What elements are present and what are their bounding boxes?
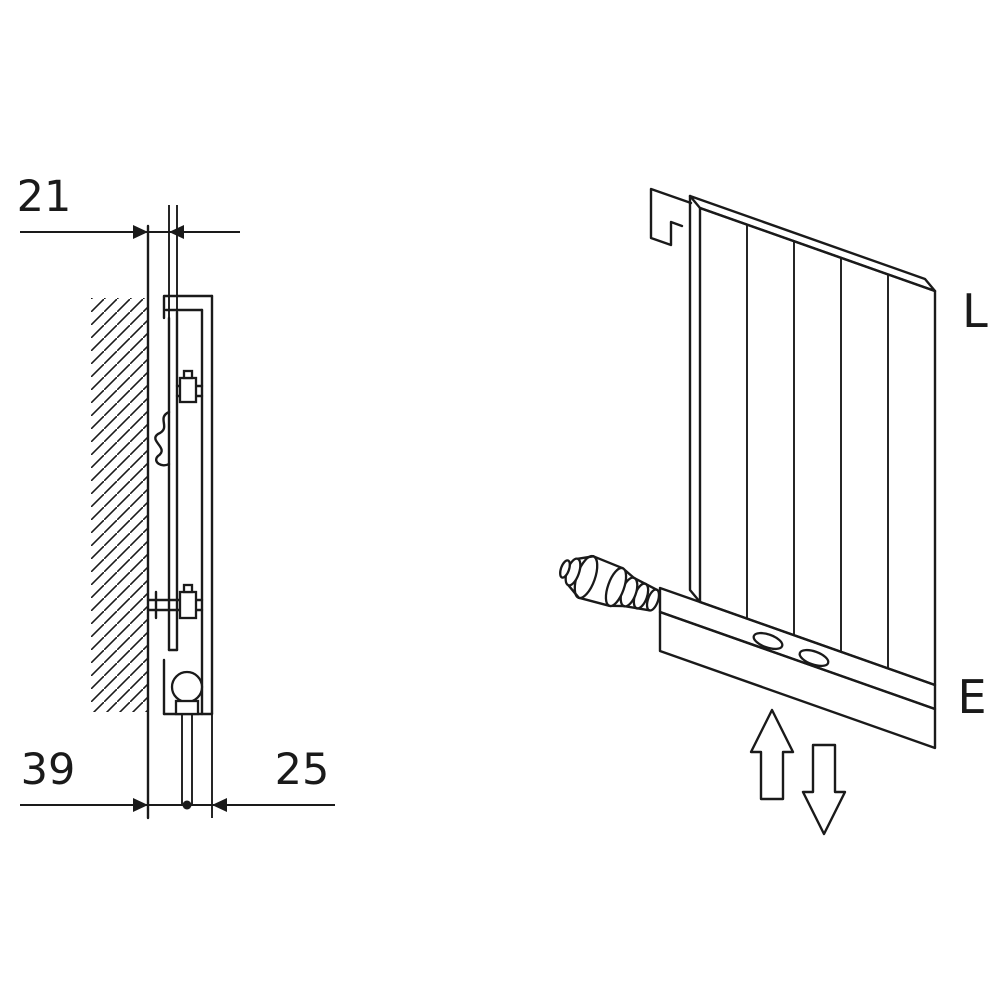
mounting-bracket-upper [154, 369, 204, 467]
valve-circle [170, 670, 204, 704]
dimension-bottom: 39 25 [20, 745, 335, 812]
valve-tip [559, 559, 571, 579]
wall-hatching [91, 298, 148, 712]
valve-body [174, 699, 200, 716]
bottom-manifold [658, 586, 937, 750]
dim-arrow-right-icon [133, 225, 148, 239]
valve-edge [576, 555, 595, 560]
radiator-side-profile [162, 294, 214, 716]
bottom-connection [170, 670, 213, 818]
radiator-left-edge [688, 194, 702, 604]
label-L: L [962, 284, 988, 338]
label-E: E [957, 670, 986, 724]
connection-port [752, 631, 784, 651]
perspective-view: L E [559, 187, 988, 836]
valve-edge [567, 584, 580, 599]
valve-edge [577, 596, 611, 607]
connection-port [798, 648, 830, 668]
bracket-clip-nub [182, 583, 194, 594]
spring-clip [154, 410, 171, 467]
valve-edge [592, 555, 624, 570]
bracket-clip-nub [182, 369, 194, 380]
manifold-front-face [658, 610, 937, 750]
dimension-value-bottom-right: 25 [275, 745, 330, 795]
mounting-bracket-lower [146, 583, 204, 620]
dim-arrow-right-icon [133, 798, 148, 812]
radiator-top-cap [162, 294, 214, 320]
flow-down-arrow [801, 743, 847, 836]
bracket-clip [178, 376, 198, 404]
manifold-top-face [658, 586, 937, 711]
hanger-bracket [649, 187, 693, 247]
side-view: 21 [17, 172, 335, 820]
dimension-value-bottom-left: 39 [21, 745, 76, 795]
dim-arrow-left-icon [212, 798, 227, 812]
thermostatic-valve [559, 554, 661, 612]
flow-up-arrow [749, 708, 795, 801]
bracket-clip [178, 590, 198, 620]
dimension-value-top: 21 [17, 172, 72, 222]
dim-point [182, 800, 192, 810]
dimension-top: 21 [17, 172, 240, 330]
